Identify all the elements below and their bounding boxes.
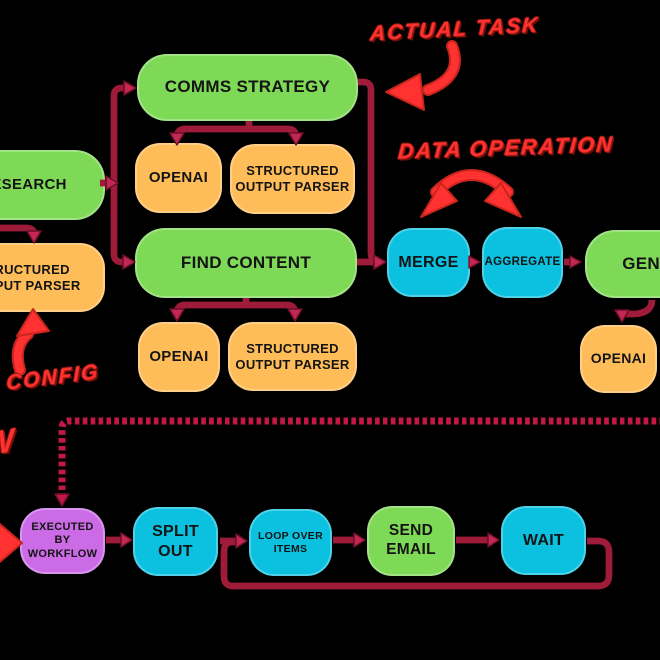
annotation-data-operation: DATA OPERATION	[397, 132, 615, 164]
connector-dotted-executed-by-workflow	[54, 417, 660, 507]
node-merge: MERGE	[387, 228, 470, 297]
node-openai-1: OPENAI	[135, 143, 222, 213]
node-structured-output-parser-1: STRUCTURED OUTPUT PARSER	[230, 144, 355, 214]
actual-task-arrow	[385, 40, 461, 111]
node-aggregate: AGGREGATE	[482, 227, 563, 298]
node-wait: WAIT	[501, 506, 586, 575]
node-executed-by-workflow: EXECUTED BY WORKFLOW	[20, 508, 105, 574]
node-structured-output-parser-left: STRUCTURED OUTPUT PARSER	[0, 243, 105, 312]
node-openai-3: OPENAI	[580, 325, 657, 393]
annotation-config: CONFIG	[6, 360, 100, 395]
config-arrow	[11, 308, 50, 376]
node-loop-over-items: LOOP OVER ITEMS	[249, 509, 332, 576]
node-comms-strategy: COMMS STRATEGY	[137, 54, 358, 121]
node-send-email: SEND EMAIL	[367, 506, 455, 576]
node-split-out: SPLIT OUT	[133, 507, 218, 576]
node-openai-2: OPENAI	[138, 322, 220, 392]
data-operation-arrows	[420, 169, 522, 218]
node-research: RESEARCH	[0, 150, 105, 220]
annotation-actual-task: ACTUAL TASK	[369, 13, 540, 46]
node-generate: GENERATE	[585, 230, 660, 298]
node-structured-output-parser-2: STRUCTURED OUTPUT PARSER	[228, 322, 357, 391]
annotation-workflow-partial-letter: W	[0, 421, 18, 463]
node-find-content: FIND CONTENT	[135, 228, 357, 298]
left-edge-arrow	[0, 522, 23, 564]
